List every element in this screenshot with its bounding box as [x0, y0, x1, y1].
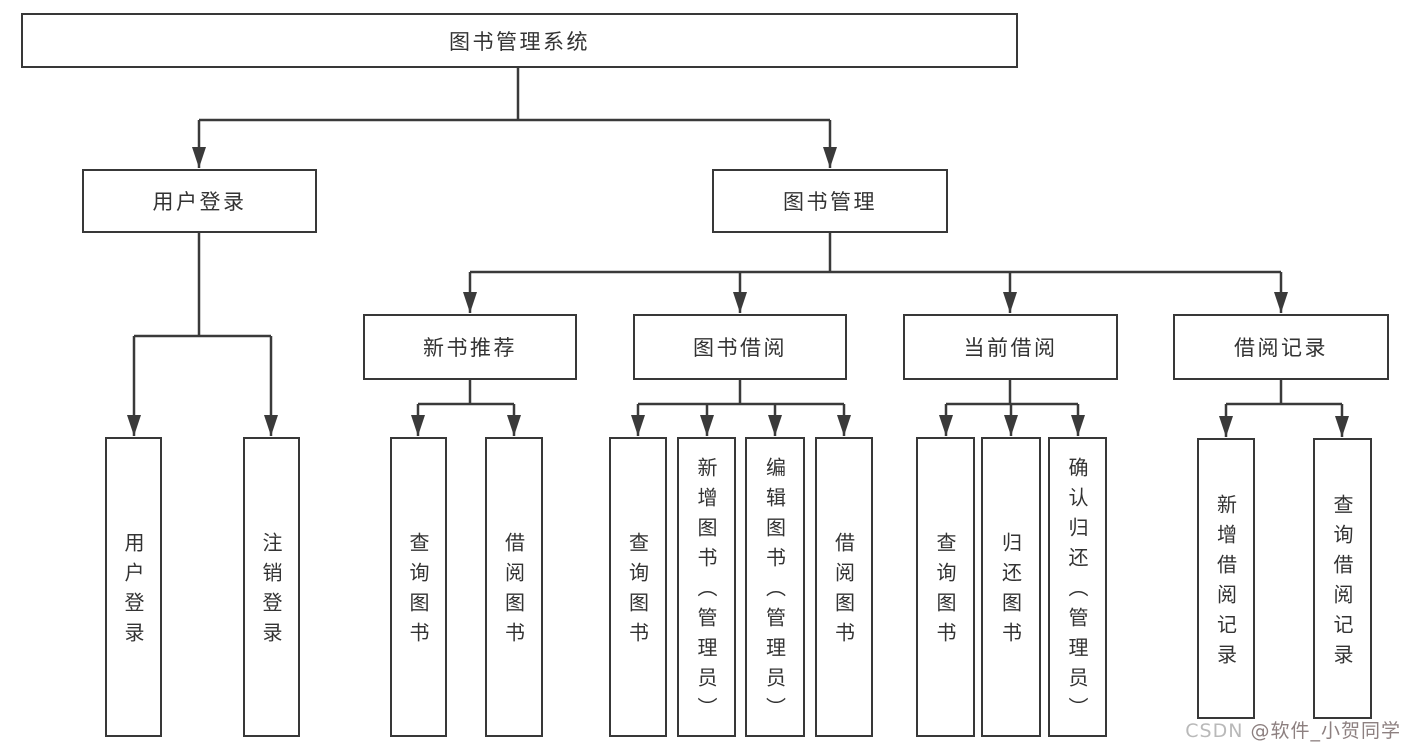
connector-book-borrow-rail — [638, 380, 844, 406]
connector-borrow-record-rail — [1226, 380, 1342, 406]
leaf-query-book-3: 查询图书 — [916, 437, 975, 737]
watermark-author: @软件_小贺同学 — [1250, 720, 1401, 742]
leaf-return-book: 归还图书 — [981, 437, 1041, 737]
leaf-label: 确认归还（管理员） — [1065, 457, 1089, 727]
leaf-query-book-1: 查询图书 — [390, 437, 447, 737]
node-borrow-record: 借阅记录 — [1173, 314, 1389, 380]
leaf-label: 新增借阅记录 — [1213, 493, 1238, 674]
leaf-label: 编辑图书（管理员） — [762, 457, 787, 727]
leaf-edit-book-admin: 编辑图书（管理员） — [745, 437, 805, 737]
node-current-borrow-label: 当前借阅 — [963, 336, 1058, 360]
connector-current-borrow-rail — [946, 380, 1078, 406]
leaf-confirm-return-admin: 确认归还（管理员） — [1048, 437, 1107, 737]
connector-user-login-rail — [134, 233, 271, 338]
node-new-book-rec: 新书推荐 — [363, 314, 577, 380]
connector-book-mgmt-rail — [470, 233, 1281, 274]
node-book-borrow-label: 图书借阅 — [693, 336, 787, 360]
node-book-mgmt-label: 图书管理 — [783, 190, 877, 214]
node-current-borrow: 当前借阅 — [903, 314, 1118, 380]
node-root-label: 图书管理系统 — [449, 29, 590, 54]
leaf-label: 用户登录 — [121, 532, 145, 652]
leaf-label: 新增图书（管理员） — [694, 457, 718, 727]
connector-root-rail — [199, 68, 830, 122]
leaf-label: 借阅图书 — [501, 532, 526, 652]
leaf-borrow-book-2: 借阅图书 — [815, 437, 873, 737]
leaf-label: 借阅图书 — [831, 532, 856, 652]
leaf-add-book-admin: 新增图书（管理员） — [677, 437, 736, 737]
node-new-book-rec-label: 新书推荐 — [423, 336, 517, 360]
leaf-logout: 注销登录 — [243, 437, 300, 737]
leaf-label: 查询图书 — [625, 532, 650, 652]
leaf-label: 归还图书 — [998, 532, 1023, 652]
leaf-user-login: 用户登录 — [105, 437, 162, 737]
leaf-add-borrow-record: 新增借阅记录 — [1197, 438, 1255, 719]
node-book-borrow: 图书借阅 — [633, 314, 847, 380]
leaf-borrow-book-1: 借阅图书 — [485, 437, 543, 737]
watermark: CSDN @软件_小贺同学 — [1185, 716, 1401, 743]
leaf-label: 注销登录 — [259, 532, 283, 652]
node-user-login: 用户登录 — [82, 169, 317, 233]
watermark-csdn: CSDN — [1185, 720, 1251, 742]
node-user-login-label: 用户登录 — [152, 190, 247, 214]
node-borrow-record-label: 借阅记录 — [1234, 336, 1328, 360]
leaf-query-borrow-record: 查询借阅记录 — [1313, 438, 1372, 719]
leaf-query-book-2: 查询图书 — [609, 437, 667, 737]
node-root: 图书管理系统 — [21, 13, 1018, 68]
leaf-label: 查询借阅记录 — [1330, 493, 1354, 674]
leaf-label: 查询图书 — [933, 532, 957, 652]
node-book-mgmt: 图书管理 — [712, 169, 948, 233]
connector-new-book-rail — [418, 380, 514, 406]
leaf-label: 查询图书 — [406, 532, 430, 652]
